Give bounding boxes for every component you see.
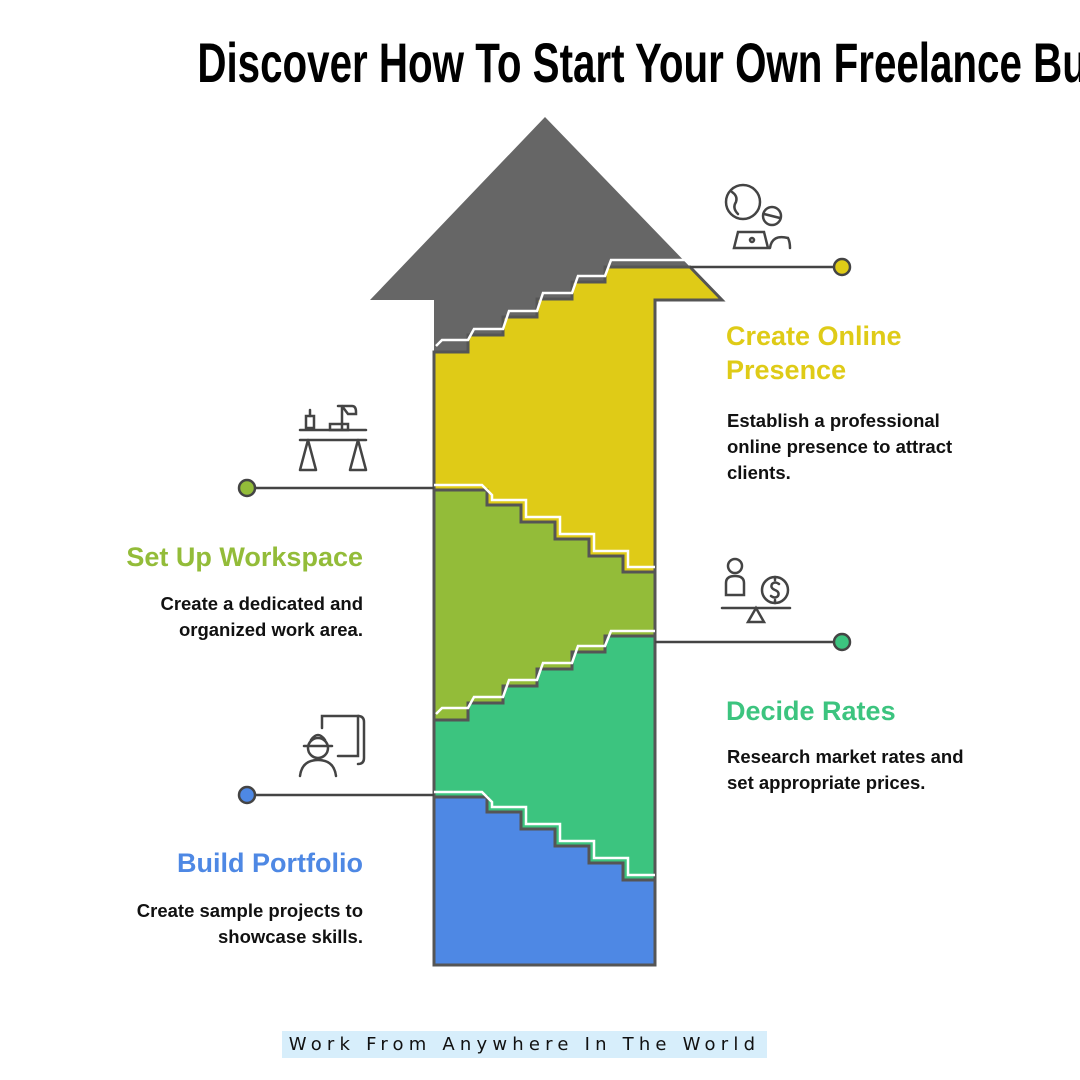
description-line: online presence to attract xyxy=(727,436,953,457)
footer-banner: Work From Anywhere In The World xyxy=(282,1031,767,1058)
step-description-set-up-workspace: Create a dedicated and organized work ar… xyxy=(160,591,363,643)
description-line: organized work area. xyxy=(178,619,363,640)
description-line: Establish a professional xyxy=(727,410,940,431)
globe-laptop-icon xyxy=(724,183,792,250)
description-line: Research market rates and xyxy=(727,746,964,767)
connector-dot-yellow xyxy=(832,257,852,277)
description-line: showcase skills. xyxy=(217,926,363,947)
stair-highlights xyxy=(434,258,690,877)
step-heading-build-portfolio: Build Portfolio xyxy=(177,848,363,878)
heading-line: Presence xyxy=(726,355,847,385)
segment-build-portfolio xyxy=(432,795,657,967)
description-line: Create a dedicated and xyxy=(160,593,363,614)
step-description-create-online-presence: Establish a professional online presence… xyxy=(727,408,952,486)
heading-line: Create Online xyxy=(726,321,902,351)
step-description-build-portfolio: Create sample projects to showcase skill… xyxy=(137,898,363,950)
person-dollar-scale-icon xyxy=(720,557,792,624)
step-description-decide-rates: Research market rates and set appropriat… xyxy=(727,744,964,796)
description-line: Create sample projects to xyxy=(136,900,363,921)
step-heading-decide-rates: Decide Rates xyxy=(726,696,896,726)
step-heading-set-up-workspace: Set Up Workspace xyxy=(126,542,363,572)
connector-dot-teal xyxy=(832,632,852,652)
connector-dot-blue xyxy=(237,785,257,805)
description-line: set appropriate prices. xyxy=(727,772,926,793)
step-heading-create-online-presence: Create Online Presence xyxy=(726,319,902,387)
description-line: clients. xyxy=(727,462,791,483)
engineer-blueprint-icon xyxy=(298,714,366,778)
connector-dot-green xyxy=(237,478,257,498)
title-text: Discover How To Start Your Own Freelance… xyxy=(197,31,1080,94)
desk-workspace-icon xyxy=(298,404,368,472)
page-title: Discover How To Start Your Own Freelance… xyxy=(0,30,1080,95)
